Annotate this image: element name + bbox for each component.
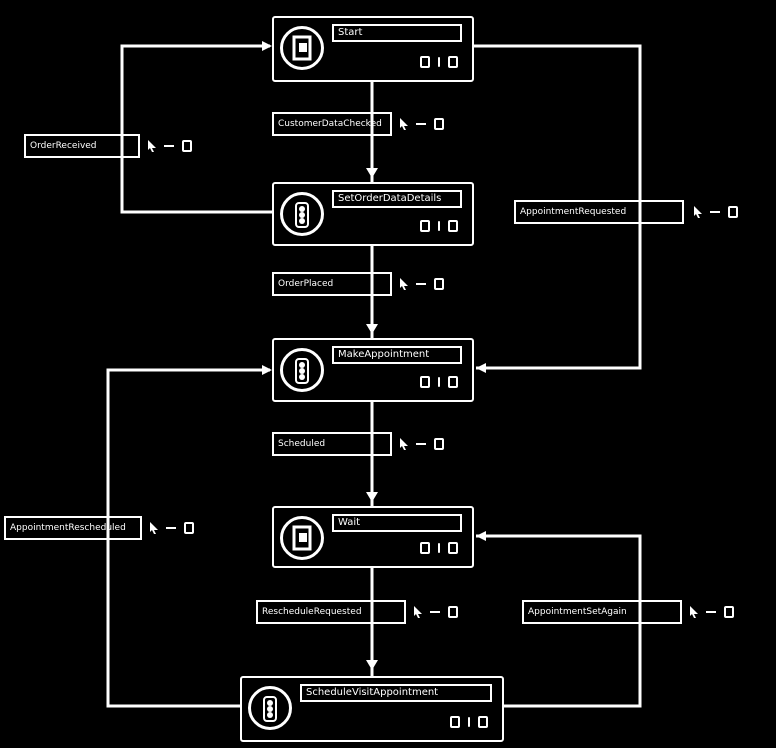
transition-name[interactable]: OrderReceived [24,134,140,158]
settings-icon[interactable] [182,140,192,152]
cursor-icon[interactable] [690,606,698,618]
separator [438,221,440,231]
edit-icon[interactable] [420,56,430,68]
cursor-icon[interactable] [414,606,422,618]
settings-icon[interactable] [724,606,734,618]
transition-controls [400,118,444,130]
state-node-schedule-visit-appointment[interactable]: ScheduleVisitAppointment [240,676,504,742]
separator [438,377,440,387]
state-name[interactable]: ScheduleVisitAppointment [300,684,492,702]
document-icon [292,525,312,551]
settings-icon[interactable] [434,438,444,450]
settings-icon[interactable] [448,606,458,618]
state-icon [280,516,324,560]
transition-controls [414,606,458,618]
state-name[interactable]: Wait [332,514,462,532]
transition-controls [690,606,734,618]
traffic-light-icon [263,696,277,722]
minus-icon[interactable] [416,123,426,125]
transition-name[interactable]: Scheduled [272,432,392,456]
edit-icon[interactable] [420,220,430,232]
transition-label-reschedule-requested[interactable]: RescheduleRequested [256,598,488,626]
state-node-wait[interactable]: Wait [272,506,474,568]
transition-label-scheduled[interactable]: Scheduled [272,430,474,458]
transition-name[interactable]: CustomerDataChecked [272,112,392,136]
state-icon [280,348,324,392]
transition-label-order-received[interactable]: OrderReceived [24,132,214,160]
transition-controls [400,438,444,450]
transition-name[interactable]: RescheduleRequested [256,600,406,624]
state-name[interactable]: Start [332,24,462,42]
settings-icon[interactable] [434,278,444,290]
transition-name[interactable]: OrderPlaced [272,272,392,296]
document-icon [292,35,312,61]
separator [438,57,440,67]
transition-label-appointment-set-again[interactable]: AppointmentSetAgain [522,598,760,626]
settings-icon[interactable] [478,716,488,728]
state-icon [280,26,324,70]
settings-icon[interactable] [448,542,458,554]
cursor-icon[interactable] [400,438,408,450]
minus-icon[interactable] [710,211,720,213]
state-icon [248,686,292,730]
node-controls [420,220,458,232]
transition-label-appointment-rescheduled[interactable]: AppointmentRescheduled [4,514,220,542]
cursor-icon[interactable] [400,278,408,290]
traffic-light-icon [295,202,309,228]
traffic-light-icon [295,358,309,384]
transition-label-order-placed[interactable]: OrderPlaced [272,270,474,298]
edit-icon[interactable] [450,716,460,728]
cursor-icon[interactable] [694,206,702,218]
minus-icon[interactable] [166,527,176,529]
transition-name[interactable]: AppointmentRescheduled [4,516,142,540]
settings-icon[interactable] [448,220,458,232]
transition-name[interactable]: AppointmentRequested [514,200,684,224]
node-controls [420,376,458,388]
separator [468,717,470,727]
state-node-make-appointment[interactable]: MakeAppointment [272,338,474,402]
state-node-start[interactable]: Start [272,16,474,82]
settings-icon[interactable] [448,376,458,388]
cursor-icon[interactable] [400,118,408,130]
transition-controls [400,278,444,290]
settings-icon[interactable] [448,56,458,68]
minus-icon[interactable] [164,145,174,147]
separator [438,543,440,553]
minus-icon[interactable] [416,443,426,445]
edit-icon[interactable] [420,376,430,388]
settings-icon[interactable] [728,206,738,218]
state-name[interactable]: SetOrderDataDetails [332,190,462,208]
transition-controls [148,140,192,152]
transition-label-appointment-requested[interactable]: AppointmentRequested [514,198,754,226]
settings-icon[interactable] [434,118,444,130]
edit-icon[interactable] [420,542,430,554]
minus-icon[interactable] [430,611,440,613]
node-controls [450,716,488,728]
transition-controls [150,522,194,534]
state-icon [280,192,324,236]
settings-icon[interactable] [184,522,194,534]
state-node-set-order-data-details[interactable]: SetOrderDataDetails [272,182,474,246]
transition-controls [694,206,738,218]
node-controls [420,56,458,68]
cursor-icon[interactable] [150,522,158,534]
minus-icon[interactable] [416,283,426,285]
transition-name[interactable]: AppointmentSetAgain [522,600,682,624]
transition-label-customer-data-checked[interactable]: CustomerDataChecked [272,110,474,138]
cursor-icon[interactable] [148,140,156,152]
state-name[interactable]: MakeAppointment [332,346,462,364]
node-controls [420,542,458,554]
minus-icon[interactable] [706,611,716,613]
